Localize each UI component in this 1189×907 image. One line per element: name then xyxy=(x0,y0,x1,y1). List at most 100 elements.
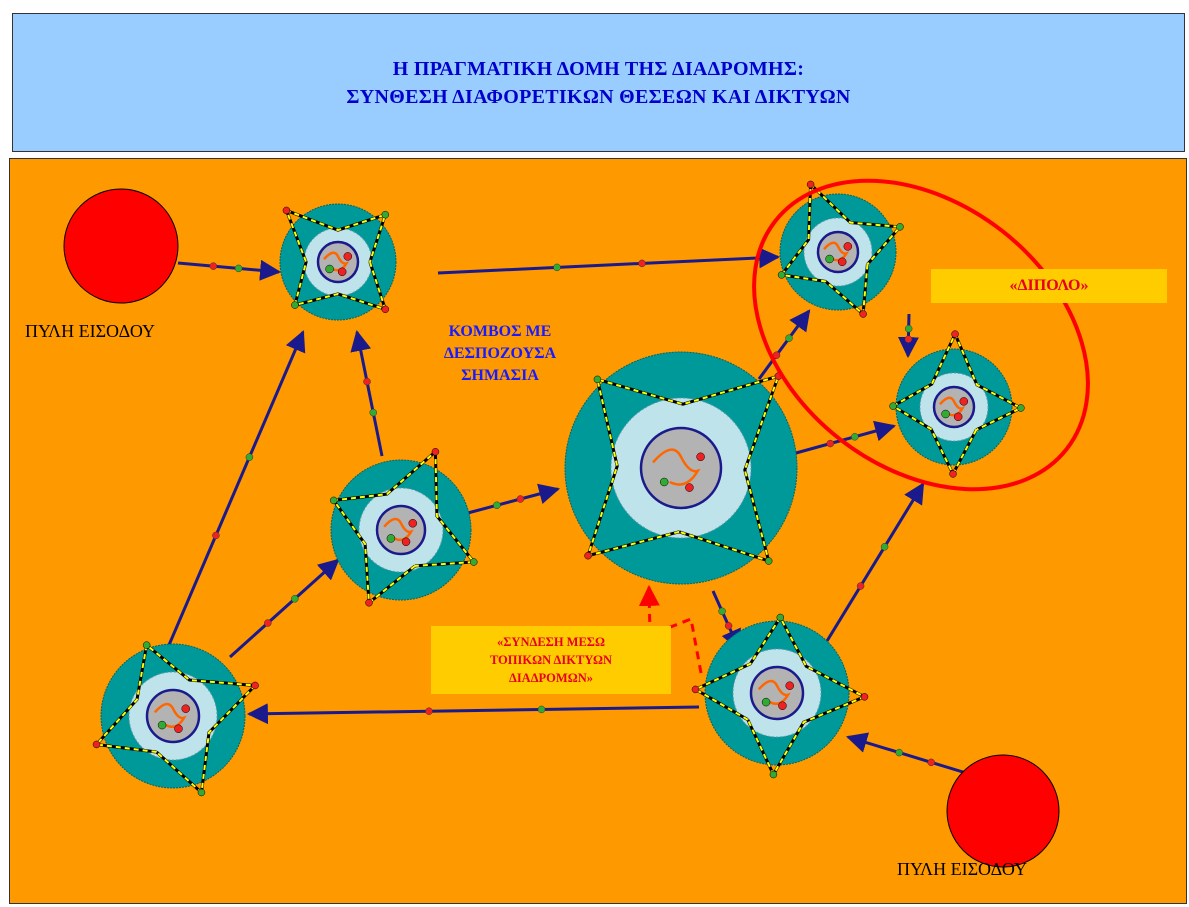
link-dot xyxy=(826,439,835,448)
route-node xyxy=(777,180,904,318)
connection-arrow xyxy=(897,313,919,359)
node-core xyxy=(816,230,860,274)
link-dot xyxy=(245,453,254,461)
path-end-marker xyxy=(431,447,440,456)
stop-marker xyxy=(401,537,411,547)
gate-label-right: ΠΥΛΗ ΕΙΣΟΔΟΥ xyxy=(897,859,1027,879)
node-core xyxy=(932,385,976,429)
path-end-marker xyxy=(777,271,786,279)
local-network-path xyxy=(93,642,259,796)
link-dot xyxy=(209,262,218,270)
stop-marker xyxy=(825,254,834,264)
path-end-marker xyxy=(329,496,338,505)
gate-right xyxy=(946,754,1060,868)
stop-marker xyxy=(408,519,418,528)
local-network-path xyxy=(585,373,781,564)
local-network-path xyxy=(331,449,476,605)
link-dot xyxy=(851,433,859,441)
link-dot xyxy=(493,501,501,509)
local-network-path xyxy=(779,182,903,317)
node-core xyxy=(145,688,201,744)
link-dot xyxy=(291,595,299,603)
link-dot xyxy=(880,543,889,551)
route-node xyxy=(889,330,1025,478)
link-dot xyxy=(212,531,220,540)
link-dot xyxy=(895,748,903,757)
link-dot xyxy=(904,324,913,333)
local-link-callout: «ΣΥΝΔΕΣΗ ΜΕΣΩ ΤΟΠΙΚΩΝ ΔΙΚΤΥΩΝ ΔΙΑΔΡΟΜΩΝ» xyxy=(431,626,671,694)
link-dot xyxy=(264,619,272,627)
link-dot xyxy=(904,335,913,343)
connection-arrow xyxy=(845,732,977,778)
node-core xyxy=(639,426,723,510)
stop-marker xyxy=(343,252,353,261)
link-dot xyxy=(785,334,793,342)
stop-marker xyxy=(761,697,771,707)
node-core xyxy=(749,665,805,721)
link-dot xyxy=(425,707,433,715)
path-end-marker xyxy=(776,613,785,622)
local-link-line-1: «ΣΥΝΔΕΣΗ ΜΕΣΩ xyxy=(497,635,605,649)
gate-left xyxy=(63,188,179,304)
stop-marker xyxy=(181,704,190,713)
local-route-path xyxy=(652,448,701,486)
path-end-marker xyxy=(859,310,867,318)
link-dot xyxy=(369,408,377,417)
local-network-path xyxy=(284,208,387,311)
stop-marker xyxy=(337,267,347,277)
path-end-marker xyxy=(951,330,959,338)
local-link-line-2: ΤΟΠΙΚΩΝ ΔΙΚΤΥΩΝ xyxy=(489,653,613,667)
route-node xyxy=(92,641,259,797)
link-dot xyxy=(638,259,646,268)
path-end-marker xyxy=(92,740,101,749)
path-end-marker xyxy=(860,693,869,701)
network-diagram: ΠΥΛΗ ΕΙΣΟΔΟΥ ΠΥΛΗ ΕΙΣΟΔΟΥ ΚΟΜΒΟΣ ΜΕ ΔΕΣΠ… xyxy=(9,158,1187,904)
path-end-marker xyxy=(896,223,904,231)
stop-marker xyxy=(157,720,167,730)
route-node xyxy=(279,203,397,321)
path-end-marker xyxy=(691,685,700,694)
node-core xyxy=(375,504,427,556)
stop-marker xyxy=(174,724,183,733)
link-dot xyxy=(537,705,546,714)
path-end-marker xyxy=(806,180,815,189)
local-network-path xyxy=(891,331,1024,477)
dipole-ellipse xyxy=(752,178,1090,492)
stop-marker xyxy=(843,242,853,251)
dominant-node-label: ΚΟΜΒΟΣ ΜΕ ΔΕΣΠΟΖΟΥΣΑ ΣΗΜΑΣΙΑ xyxy=(440,321,560,387)
link-dot xyxy=(724,622,733,630)
link-dot xyxy=(927,758,935,767)
link-dot xyxy=(234,264,243,273)
path-end-marker xyxy=(584,551,592,560)
path-end-marker xyxy=(381,305,390,314)
path-end-marker xyxy=(470,558,478,566)
connection-arrow xyxy=(825,482,925,642)
path-end-marker xyxy=(764,557,773,565)
link-dot xyxy=(363,377,371,386)
dominant-node-line-2: ΔΕΣΠΟΖΟΥΣΑ xyxy=(443,345,557,362)
connection-arrow xyxy=(795,420,897,455)
dominant-node-line-1: ΚΟΜΒΟΣ ΜΕ xyxy=(448,323,552,340)
path-end-marker xyxy=(291,301,299,309)
stop-marker xyxy=(837,257,847,267)
path-end-marker xyxy=(381,210,390,219)
connection-arrow xyxy=(246,703,700,725)
connection-arrow xyxy=(350,329,384,457)
title-line-1: Η ΠΡΑΓΜΑΤΙΚΗ ΔΟΜΗ ΤΗΣ ΔΙΑΔΡΟΜΗΣ: xyxy=(392,57,805,80)
route-node xyxy=(564,351,798,585)
connection-arrow xyxy=(463,483,561,516)
stop-marker xyxy=(386,534,396,543)
route-node xyxy=(329,447,478,607)
title-banner: Η ΠΡΑΓΜΑΤΙΚΗ ΔΟΜΗ ΤΗΣ ΔΙΑΔΡΟΜΗΣ: ΣΥΝΘΕΣΗ… xyxy=(12,13,1185,152)
stop-marker xyxy=(953,412,963,422)
path-end-marker xyxy=(769,770,778,779)
node-core xyxy=(316,240,360,284)
path-end-marker xyxy=(365,599,373,607)
dipole-callout: «ΔΙΠΟΛΟ» xyxy=(931,269,1167,303)
dipole-label: «ΔΙΠΟΛΟ» xyxy=(1009,277,1089,294)
stop-marker xyxy=(785,681,794,690)
path-end-marker xyxy=(949,470,957,478)
local-link-line-3: ΔΙΑΔΡΟΜΩΝ» xyxy=(508,671,593,685)
link-dot xyxy=(516,495,525,503)
